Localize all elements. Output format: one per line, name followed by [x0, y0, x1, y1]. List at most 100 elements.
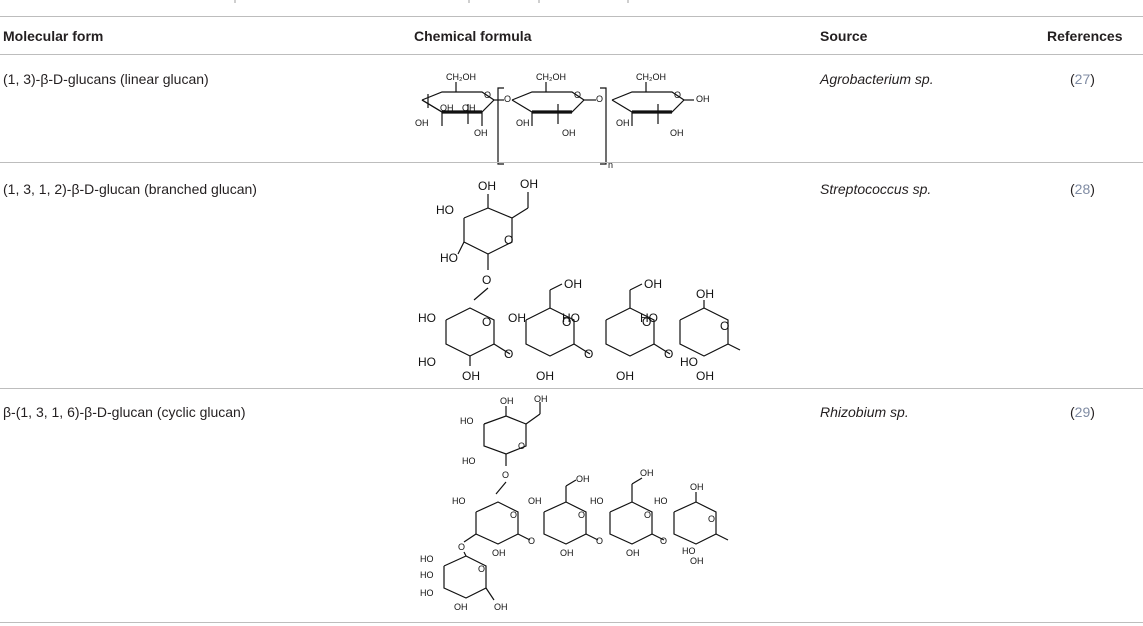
- ho-label: HO: [590, 496, 604, 506]
- ho-label: HO: [418, 311, 436, 325]
- ho-label: HO: [452, 496, 466, 506]
- oh-label: OH: [454, 602, 468, 612]
- oh-label: OH: [516, 118, 530, 128]
- oh-label: OH: [640, 468, 654, 478]
- oh-label: OH: [690, 556, 704, 566]
- oh-label: OH: [696, 287, 714, 301]
- ho-label: HO: [640, 311, 658, 325]
- ring-oxygen-label: O: [484, 90, 491, 100]
- linear-glucan-structure: CH₂OH OH OH OH OH O O n CH₂OH OH OH O O …: [415, 72, 710, 170]
- molecular-form-cell: (1, 3)-β-D-glucans (linear glucan): [3, 71, 209, 87]
- ring-oxygen-label: O: [674, 90, 681, 100]
- ho-label: HO: [440, 251, 458, 265]
- reference-number[interactable]: 28: [1074, 181, 1091, 197]
- ring-oxygen-label: O: [720, 319, 729, 333]
- oh-label: OH: [494, 602, 508, 612]
- repeat-n-label: n: [608, 160, 613, 170]
- ring-oxygen-label: O: [642, 315, 651, 329]
- glycosidic-o-label: O: [482, 273, 491, 287]
- ring-oxygen-label: O: [578, 510, 585, 520]
- ho-label: HO: [682, 546, 696, 556]
- molecular-form-cell: (1, 3, 1, 2)-β-D-glucan (branched glucan…: [3, 181, 257, 197]
- ho-label: HO: [562, 311, 580, 325]
- cyclic-glucan-structure: OH OH HO HO O O HO OH O O O OH OH OH O O…: [420, 394, 729, 612]
- oh-label: OH: [492, 548, 506, 558]
- reference-cell[interactable]: (27): [1070, 71, 1095, 87]
- table-bottom-rule: [0, 622, 1143, 623]
- reference-cell[interactable]: (29): [1070, 404, 1095, 420]
- branched-glucan-structure: OH OH HO HO O O HO HO OH O O OH OH OH O …: [418, 177, 741, 383]
- header-references: References: [1047, 28, 1123, 44]
- ring-oxygen-label: O: [708, 514, 715, 524]
- ch2oh-label: CH₂OH: [446, 72, 476, 82]
- ho-label: HO: [420, 588, 434, 598]
- ho-label: HO: [420, 570, 434, 580]
- molecular-form-cell: β-(1, 3, 1, 6)-β-D-glucan (cyclic glucan…: [3, 404, 246, 420]
- glycosidic-o-label: O: [596, 94, 603, 104]
- glycosidic-o-label: O: [502, 470, 509, 480]
- glycosidic-o-label: O: [458, 542, 465, 552]
- glycosidic-o-label: O: [660, 536, 667, 546]
- oh-label: OH: [500, 396, 514, 406]
- header-source: Source: [820, 28, 868, 44]
- oh-label: OH: [562, 128, 576, 138]
- ho-label: HO: [418, 355, 436, 369]
- ho-label: HO: [460, 416, 474, 426]
- reference-cell[interactable]: (28): [1070, 181, 1095, 197]
- oh-label: OH: [696, 94, 710, 104]
- oh-label: OH: [576, 474, 590, 484]
- ho-label: HO: [680, 355, 698, 369]
- reference-number[interactable]: 29: [1074, 404, 1091, 420]
- source-cell: Agrobacterium sp.: [820, 71, 934, 87]
- glycosidic-o-label: O: [596, 536, 603, 546]
- ho-label: HO: [462, 456, 476, 466]
- ring-oxygen-label: O: [518, 441, 525, 451]
- ring-oxygen-label: O: [644, 510, 651, 520]
- oh-label: OH: [644, 277, 662, 291]
- ring-oxygen-label: O: [574, 90, 581, 100]
- glycosidic-o-label: O: [504, 94, 511, 104]
- ho-label: HO: [420, 554, 434, 564]
- glycosidic-o-label: O: [528, 536, 535, 546]
- oh-label: OH: [415, 118, 429, 128]
- row-divider: [0, 388, 1143, 389]
- oh-label: OH: [474, 128, 488, 138]
- header-rule: [0, 54, 1143, 55]
- row-divider: [0, 162, 1143, 163]
- ch2oh-label: CH₂OH: [536, 72, 566, 82]
- glycosidic-o-label: O: [664, 347, 673, 361]
- glycosidic-o-label: O: [584, 347, 593, 361]
- oh-label: OH: [520, 177, 538, 191]
- oh-label: OH: [440, 103, 454, 113]
- oh-label: OH: [462, 369, 480, 383]
- source-cell: Rhizobium sp.: [820, 404, 909, 420]
- ch2oh-label: CH₂OH: [636, 72, 666, 82]
- ho-label: HO: [436, 203, 454, 217]
- source-cell: Streptococcus sp.: [820, 181, 932, 197]
- oh-label: OH: [564, 277, 582, 291]
- ring-oxygen-label: O: [482, 315, 491, 329]
- oh-label: OH: [626, 548, 640, 558]
- oh-label: OH: [478, 179, 496, 193]
- ring-oxygen-label: O: [510, 510, 517, 520]
- oh-label: OH: [534, 394, 548, 404]
- oh-label: OH: [616, 369, 634, 383]
- reference-number[interactable]: 27: [1074, 71, 1091, 87]
- top-edge-marks: [0, 0, 1143, 6]
- ring-oxygen-label: O: [478, 564, 485, 574]
- oh-label: OH: [462, 103, 476, 113]
- oh-label: OH: [528, 496, 542, 506]
- oh-label: OH: [690, 482, 704, 492]
- oh-label: OH: [536, 369, 554, 383]
- oh-label: OH: [508, 311, 526, 325]
- header-chemical-formula: Chemical formula: [414, 28, 532, 44]
- oh-label: OH: [560, 548, 574, 558]
- table-top-rule: [0, 16, 1143, 17]
- ho-label: HO: [654, 496, 668, 506]
- oh-label: OH: [616, 118, 630, 128]
- oh-label: OH: [670, 128, 684, 138]
- ring-oxygen-label: O: [562, 315, 571, 329]
- ring-oxygen-label: O: [504, 233, 513, 247]
- oh-label: OH: [696, 369, 714, 383]
- header-molecular-form: Molecular form: [3, 28, 104, 44]
